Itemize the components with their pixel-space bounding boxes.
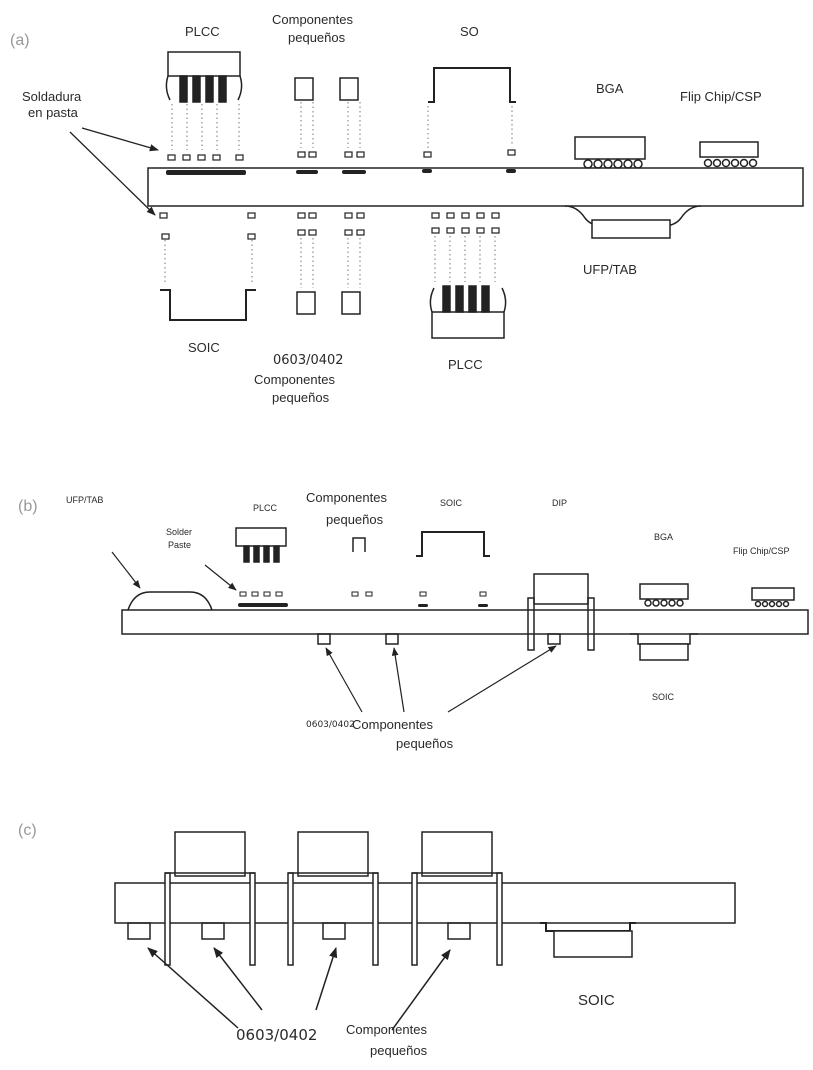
label-componentes-bottom-b: Componentes: [352, 717, 433, 732]
solder-paste-pads-bottom: [160, 213, 499, 239]
solder-paste-pads-b: [240, 592, 486, 596]
flip-chip-component-a: [700, 142, 758, 167]
small-chip-under-c-4: [448, 923, 470, 939]
soic-component-c: [540, 923, 636, 957]
panel-b-marker: (b): [18, 498, 38, 516]
bga-component-a: [575, 137, 645, 168]
small-chip-under-c-3: [323, 923, 345, 939]
label-componentes-b: Componentes: [306, 490, 387, 505]
label-paste-b: Paste: [168, 540, 191, 551]
panel-b-drawing: [112, 528, 808, 712]
small-component-top-2: [340, 78, 358, 100]
arrow-solder-paste-1: [82, 128, 158, 150]
label-soic-c: SOIC: [578, 992, 615, 1009]
solder-beads-b: [238, 603, 488, 607]
small-component-bottom-2: [342, 292, 360, 314]
pcb-board-a: [148, 168, 803, 206]
label-ufp-tab-b: UFP/TAB: [66, 495, 103, 506]
arrow-solder-paste-2: [70, 132, 155, 215]
flip-chip-component-b: [752, 588, 794, 607]
solder-paste-pads-top: [168, 150, 515, 160]
soic-component-b-bottom: [630, 634, 698, 660]
label-bga-b: BGA: [654, 532, 673, 543]
plcc-bottom-component: [430, 286, 505, 338]
label-soic-b-top: SOIC: [440, 498, 462, 509]
arrow-small-chip-b-2: [394, 648, 404, 712]
label-code-c: 0603/0402: [236, 1027, 317, 1044]
bga-component-b: [640, 584, 688, 606]
arrow-c-3: [316, 948, 336, 1010]
small-chip-under-b-2: [386, 634, 398, 644]
ufp-tab-component-b: [128, 592, 212, 610]
label-pequenos-b: pequeños: [326, 512, 383, 527]
ufp-tab-component-a: [565, 206, 701, 238]
small-component-b: [353, 538, 365, 552]
label-soic-b-bottom: SOIC: [652, 692, 674, 703]
arrow-solder-paste-b: [205, 565, 236, 590]
label-flip-chip-b: Flip Chip/CSP: [733, 546, 790, 557]
arrow-small-chip-b-1: [326, 648, 362, 712]
arrow-small-chip-b-3: [448, 646, 556, 712]
plcc-component-b: [236, 528, 286, 562]
label-pequenos-c: pequeños: [370, 1043, 427, 1058]
small-component-top-1: [295, 78, 313, 100]
plcc-top-component: [166, 52, 241, 102]
so-component: [428, 68, 516, 102]
label-solder-b: Solder: [166, 527, 192, 538]
small-chip-under-b-3: [548, 634, 560, 644]
panel-c-drawing: [115, 832, 735, 1030]
pcb-board-c: [115, 883, 735, 923]
soic-component-a: [160, 290, 256, 320]
small-chip-under-b-1: [318, 634, 330, 644]
small-chip-under-c-2: [202, 923, 224, 939]
label-plcc-b: PLCC: [253, 503, 277, 514]
arrow-ufp-tab-b: [112, 552, 140, 588]
panel-c-marker: (c): [18, 822, 37, 840]
panel-a-drawing: [70, 52, 803, 338]
label-code-b: 0603/0402: [306, 720, 355, 731]
label-componentes-c: Componentes: [346, 1022, 427, 1037]
arrow-c-1: [148, 948, 238, 1028]
small-component-bottom-1: [297, 292, 315, 314]
small-chip-under-c-1: [128, 923, 150, 939]
arrow-c-4: [392, 950, 450, 1030]
pcb-board-b: [122, 610, 808, 634]
label-pequenos-bottom-b: pequeños: [396, 736, 453, 751]
soic-component-b-top: [416, 532, 490, 556]
label-dip: DIP: [552, 498, 567, 509]
